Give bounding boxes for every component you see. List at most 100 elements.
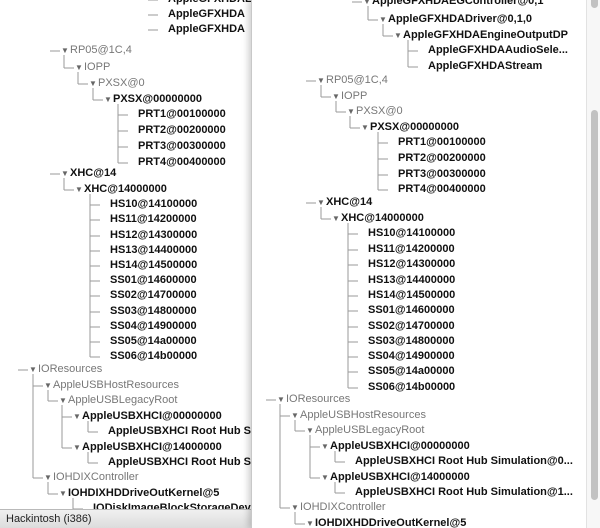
tree-row[interactable]: ▼IOHDIXHDDriveOutKernel@5	[305, 516, 466, 528]
tree-row[interactable]: HS11@14200000	[100, 212, 197, 227]
tree-row[interactable]: PRT1@00100000	[128, 107, 226, 122]
tree-row[interactable]: SS04@14900000	[358, 349, 455, 364]
tree-row[interactable]: ▼AppleUSBXHCI@14000000	[320, 470, 470, 485]
scrollbar-top-thumb[interactable]	[591, 0, 598, 8]
tree-row[interactable]: SS04@14900000	[100, 319, 197, 334]
tree-row[interactable]: HS11@14200000	[358, 242, 455, 257]
tree-row[interactable]: AppleGFXHDA	[158, 22, 245, 37]
disclosure-triangle-icon[interactable]: ▼	[317, 76, 325, 85]
tree-row[interactable]: ▼RP05@1C,4	[60, 43, 132, 58]
tree-row[interactable]: ▼PXSX@00000000	[103, 92, 202, 107]
tree-row[interactable]: ▼PXSX@0	[346, 104, 403, 119]
tree-row[interactable]: HS12@14300000	[100, 228, 197, 243]
tree-row[interactable]: PRT3@00300000	[388, 167, 486, 182]
tree-row[interactable]: ▼IOHDIXHDDriveOutKernel@5	[58, 486, 219, 501]
tree-row[interactable]: HS12@14300000	[358, 257, 455, 272]
tree-row[interactable]: AppleUSBXHCI Root Hub Simu	[98, 424, 271, 439]
tree-row[interactable]: ▼AppleGFXHDAEGController@0,1	[362, 0, 543, 9]
tree-row[interactable]: AppleGFXHDA	[158, 7, 245, 22]
tree-row[interactable]: PRT1@00100000	[388, 135, 486, 150]
disclosure-triangle-icon[interactable]: ▼	[363, 0, 371, 6]
tree-row[interactable]: ▼AppleGFXHDAEngineOutputDP	[393, 28, 568, 43]
tree-row[interactable]: ▼AppleUSBXHCI@00000000	[320, 439, 470, 454]
disclosure-triangle-icon[interactable]: ▼	[44, 381, 52, 390]
disclosure-triangle-icon[interactable]: ▼	[306, 519, 314, 528]
disclosure-triangle-icon[interactable]: ▼	[394, 31, 402, 40]
tree-row[interactable]: SS06@14b00000	[100, 349, 197, 364]
tree-row[interactable]: ▼IOPP	[331, 89, 367, 104]
disclosure-triangle-icon[interactable]: ▼	[75, 63, 83, 72]
disclosure-triangle-icon[interactable]: ▼	[44, 473, 52, 482]
tree-row[interactable]: ▼AppleUSBXHCI@00000000	[72, 409, 222, 424]
tree-row[interactable]: ▼AppleUSBLegacyRoot	[58, 393, 177, 408]
disclosure-triangle-icon[interactable]: ▼	[379, 15, 387, 24]
tree-row[interactable]: ▼IOHDIXController	[43, 470, 139, 485]
tree-row[interactable]: PRT4@00400000	[388, 182, 486, 197]
vertical-scrollbar[interactable]	[586, 0, 600, 528]
disclosure-triangle-icon[interactable]: ▼	[73, 412, 81, 421]
tree-row[interactable]: ▼XHC@14000000	[331, 211, 424, 226]
tree-row[interactable]: HS14@14500000	[100, 258, 197, 273]
disclosure-triangle-icon[interactable]: ▼	[317, 198, 325, 207]
tree-row[interactable]: ▼XHC@14	[316, 195, 372, 210]
tree-row[interactable]: ▼RP05@1C,4	[316, 73, 388, 88]
tree-row[interactable]: ▼IOResources	[28, 362, 102, 377]
tree-row[interactable]: ▼PXSX@00000000	[360, 120, 459, 135]
disclosure-triangle-icon[interactable]: ▼	[59, 396, 67, 405]
tree-row[interactable]: HS10@14100000	[100, 197, 197, 212]
tree-row[interactable]: ▼AppleUSBHostResources	[43, 378, 179, 393]
disclosure-triangle-icon[interactable]: ▼	[29, 365, 37, 374]
tree-row[interactable]: PRT2@00200000	[388, 151, 486, 166]
tree-row[interactable]: ▼IOResources	[276, 392, 350, 407]
tree-row[interactable]: ▼AppleGFXHDADriver@0,1,0	[378, 12, 532, 27]
tree-row[interactable]: SS03@14800000	[358, 334, 455, 349]
tree-row[interactable]: ▼AppleUSBHostResources	[290, 408, 426, 423]
tree-row[interactable]: AppleGFXHDAAudioSele...	[418, 43, 568, 58]
tree-row[interactable]: AppleGFXHDAEn	[158, 0, 259, 7]
tree-row[interactable]: HS13@14400000	[358, 273, 455, 288]
tree-row[interactable]: PRT4@00400000	[128, 155, 226, 170]
disclosure-triangle-icon[interactable]: ▼	[291, 503, 299, 512]
disclosure-triangle-icon[interactable]: ▼	[347, 107, 355, 116]
tree-row[interactable]: PRT2@00200000	[128, 123, 226, 138]
disclosure-triangle-icon[interactable]: ▼	[89, 79, 97, 88]
disclosure-triangle-icon[interactable]: ▼	[332, 92, 340, 101]
disclosure-triangle-icon[interactable]: ▼	[75, 185, 83, 194]
disclosure-triangle-icon[interactable]: ▼	[291, 411, 299, 420]
disclosure-triangle-icon[interactable]: ▼	[61, 46, 69, 55]
disclosure-triangle-icon[interactable]: ▼	[332, 214, 340, 223]
tree-row[interactable]: SS01@14600000	[358, 303, 455, 318]
tree-row[interactable]: SS01@14600000	[100, 273, 197, 288]
tree-row[interactable]: AppleUSBXHCI Root Hub Sim	[98, 455, 264, 470]
tree-row[interactable]: ▼IOHDIXController	[290, 500, 386, 515]
disclosure-triangle-icon[interactable]: ▼	[61, 169, 69, 178]
tree-row[interactable]: ▼XHC@14000000	[74, 182, 167, 197]
tree-row[interactable]: SS02@14700000	[100, 288, 197, 303]
tree-row[interactable]: ▼AppleUSBLegacyRoot	[305, 423, 424, 438]
tree-row[interactable]: HS14@14500000	[358, 288, 455, 303]
tree-row[interactable]: ▼PXSX@0	[88, 76, 145, 91]
tree-row[interactable]: AppleUSBXHCI Root Hub Simulation@1...	[345, 485, 573, 500]
disclosure-triangle-icon[interactable]: ▼	[321, 442, 329, 451]
disclosure-triangle-icon[interactable]: ▼	[277, 395, 285, 404]
tree-row[interactable]: HS13@14400000	[100, 243, 197, 258]
disclosure-triangle-icon[interactable]: ▼	[104, 95, 112, 104]
tree-row[interactable]: SS03@14800000	[100, 304, 197, 319]
tree-row[interactable]: AppleGFXHDAStream	[418, 59, 542, 74]
tree-row[interactable]: SS05@14a00000	[358, 364, 455, 379]
tree-row[interactable]: ▼IOPP	[74, 60, 110, 75]
tree-row[interactable]: HS10@14100000	[358, 226, 455, 241]
tree-row[interactable]: SS05@14a00000	[100, 334, 197, 349]
disclosure-triangle-icon[interactable]: ▼	[306, 426, 314, 435]
tree-row[interactable]: PRT3@00300000	[128, 139, 226, 154]
scrollbar-thumb[interactable]	[591, 110, 598, 500]
disclosure-triangle-icon[interactable]: ▼	[73, 443, 81, 452]
tree-row[interactable]: SS02@14700000	[358, 319, 455, 334]
disclosure-triangle-icon[interactable]: ▼	[59, 489, 67, 498]
tree-row[interactable]: SS06@14b00000	[358, 380, 455, 395]
tree-row[interactable]: ▼AppleUSBXHCI@14000000	[72, 440, 222, 455]
tree-row[interactable]: ▼XHC@14	[60, 166, 116, 181]
tree-row[interactable]: AppleUSBXHCI Root Hub Simulation@0...	[345, 454, 573, 469]
disclosure-triangle-icon[interactable]: ▼	[361, 123, 369, 132]
disclosure-triangle-icon[interactable]: ▼	[321, 473, 329, 482]
